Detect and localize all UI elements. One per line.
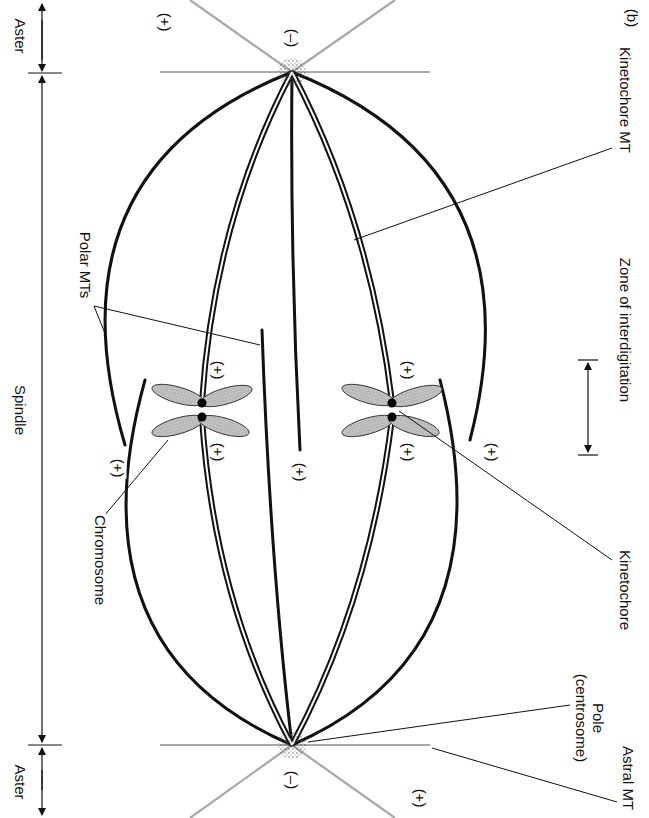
part-label: Pole (centrosome) <box>573 669 607 767</box>
part-label: Astral MT <box>620 745 637 811</box>
region-label: Spindle <box>12 384 29 436</box>
polarity-sign: (+) <box>210 360 227 381</box>
polarity-sign: (–) <box>284 28 301 48</box>
panel-label: (b) <box>624 8 641 28</box>
polarity-sign: (+) <box>110 458 127 479</box>
part-label: Kinetochore <box>617 549 634 631</box>
polarity-sign: (+) <box>157 12 174 33</box>
polarity-sign: (+) <box>210 442 227 463</box>
polarity-sign: (–) <box>284 770 301 790</box>
polarity-sign: (+) <box>292 462 309 483</box>
part-label: Zone of interdigitation <box>617 257 634 403</box>
polarity-sign: (+) <box>400 442 417 463</box>
part-label: Kinetochore MT <box>617 46 634 154</box>
kinetochore-microtubules <box>202 72 392 745</box>
chromosome-shape <box>150 380 444 441</box>
kinetochore-dot <box>198 399 397 422</box>
polarity-sign: (+) <box>484 442 501 463</box>
part-label: Chromosome <box>92 514 109 606</box>
polarity-sign: (+) <box>412 788 429 809</box>
region-label: Aster <box>12 17 29 54</box>
polar-microtubules <box>105 72 485 745</box>
leader-lines <box>94 148 617 802</box>
polarity-sign: (+) <box>400 360 417 381</box>
centrosome <box>278 58 306 759</box>
dimension-arrows <box>28 4 62 815</box>
region-label: Aster <box>12 763 29 800</box>
zone-arrow <box>578 360 598 455</box>
part-label: Polar MTs <box>77 231 94 300</box>
